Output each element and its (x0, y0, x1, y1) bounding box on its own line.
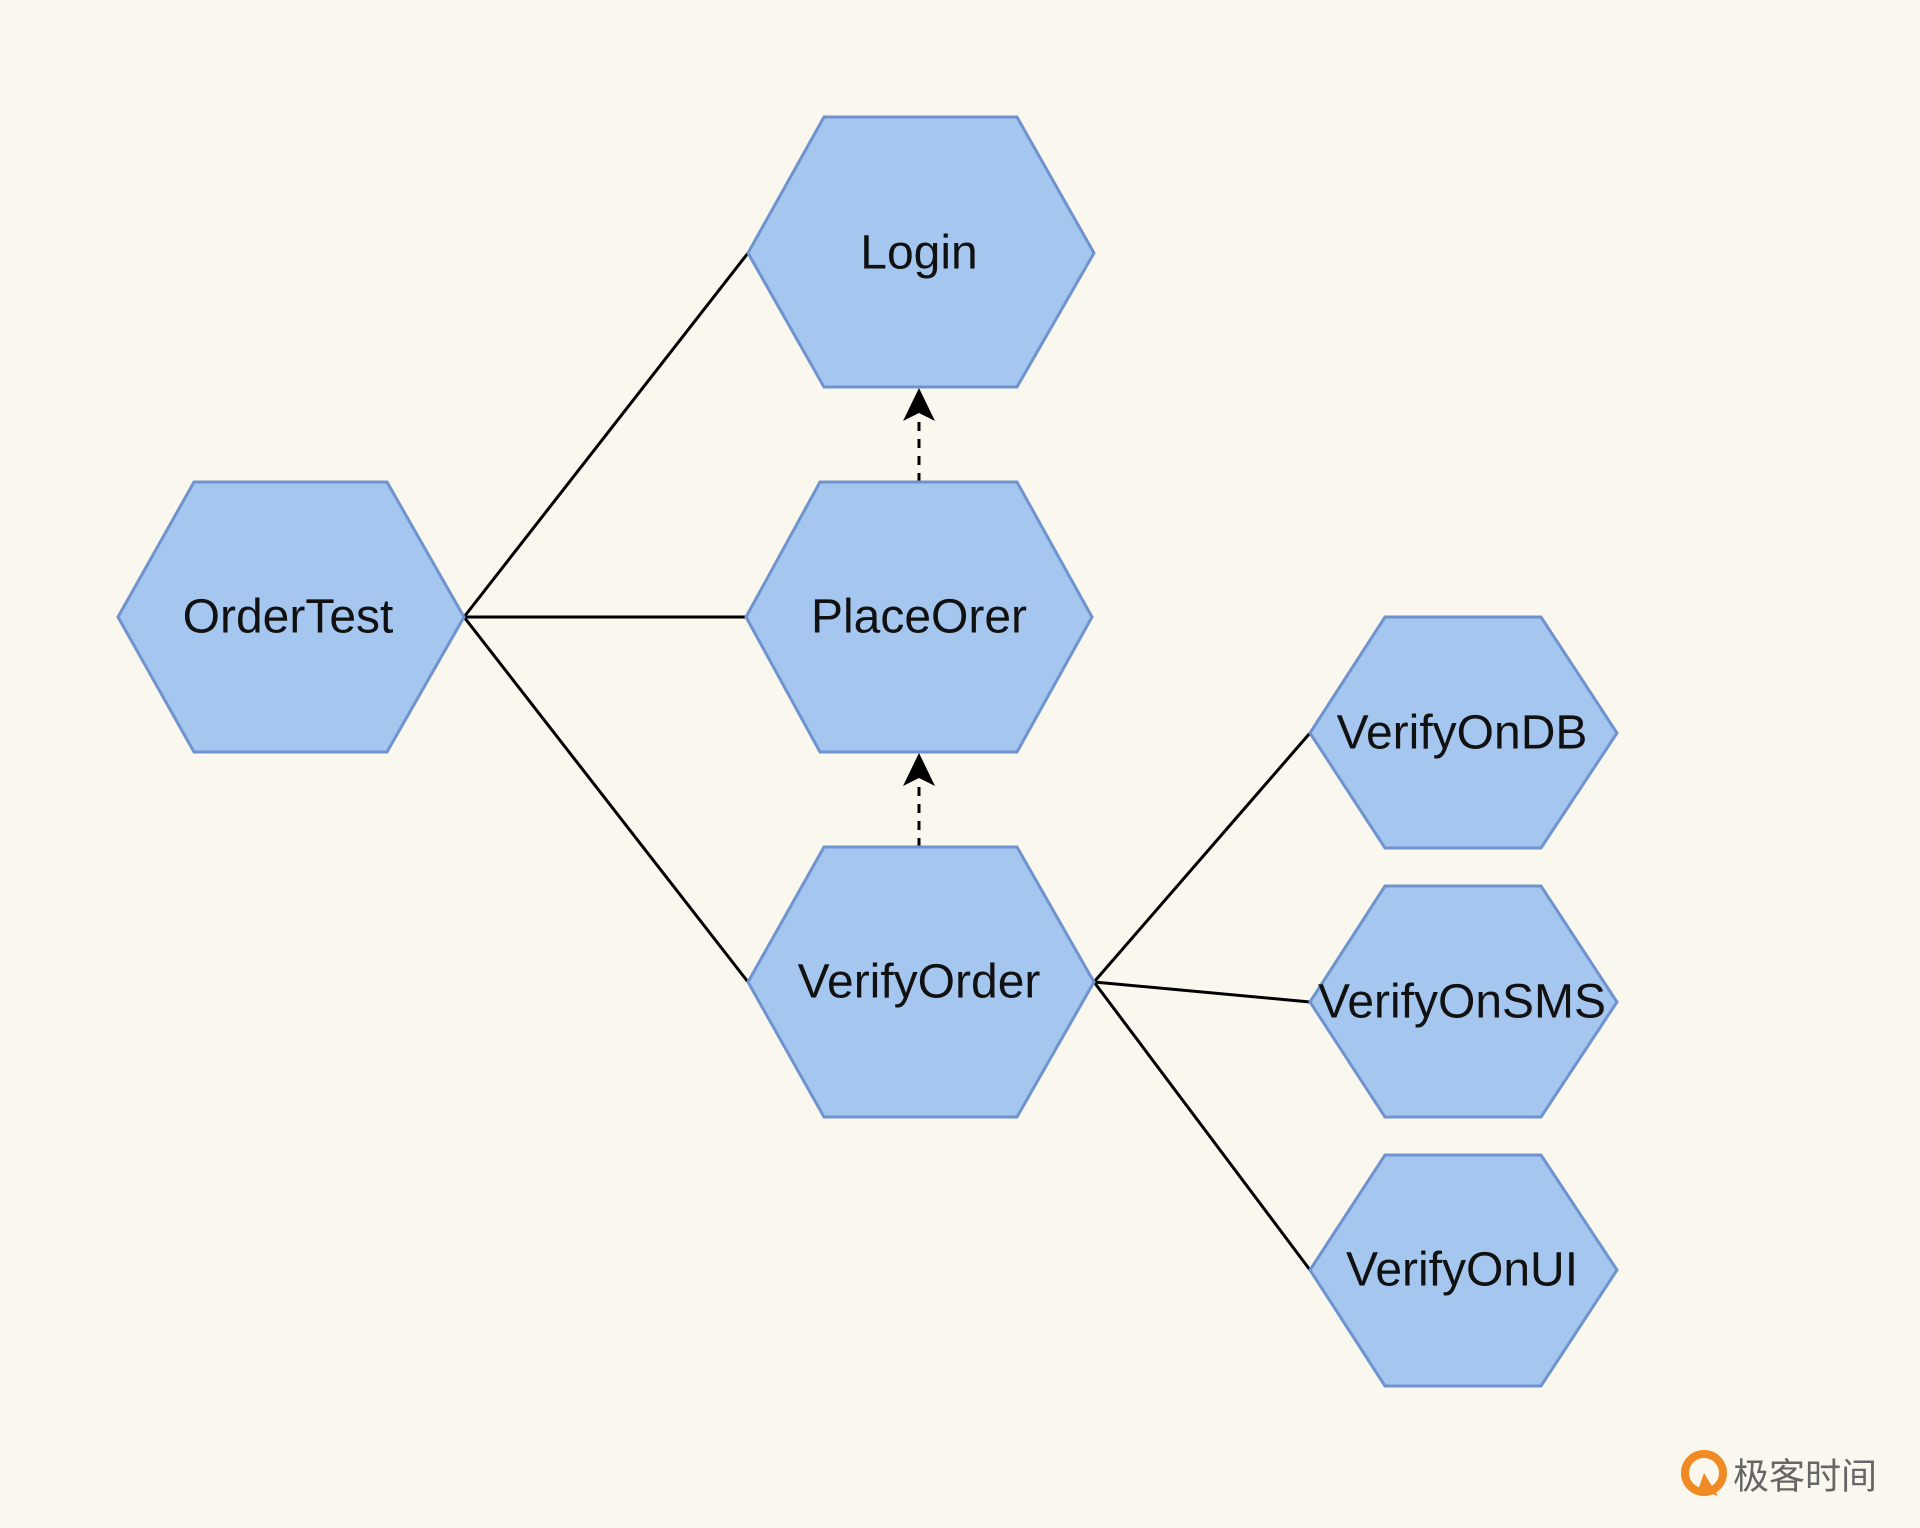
node-label: VerifyOrder (798, 956, 1041, 1009)
node-label: OrderTest (183, 591, 394, 644)
arrowhead-login (903, 388, 935, 421)
edge-verifyorder-verifyonui (1092, 981, 1312, 1271)
hexagon-shape (1308, 884, 1619, 1119)
node-verifyonsms: VerifyOnSMS (1308, 884, 1619, 1119)
edge-ordertest-login (462, 252, 750, 618)
dependency-arrows (903, 388, 935, 847)
arrowhead-placeorder (903, 753, 935, 786)
edge-verifyorder-verifyonsms (1093, 980, 1311, 1004)
node-label: VerifyOnSMS (1318, 976, 1606, 1029)
hexagon-shape (1308, 615, 1619, 850)
node-label: VerifyOnUI (1346, 1244, 1578, 1297)
brand-watermark: 极客时间 (1681, 1450, 1877, 1498)
node-verifyondb: VerifyOnDB (1308, 615, 1619, 850)
node-placeorder: PlaceOrer (744, 480, 1094, 754)
hexagon-shape (746, 845, 1096, 1119)
node-label: PlaceOrer (811, 591, 1027, 644)
geektime-logo-icon (1681, 1450, 1727, 1496)
edges (462, 252, 1312, 1271)
hexagon-shape (746, 115, 1096, 389)
node-login: Login (746, 115, 1096, 389)
hexagon-shape (1308, 1153, 1619, 1388)
node-ordertest: OrderTest (116, 480, 466, 754)
node-verifyonui: VerifyOnUI (1308, 1153, 1619, 1388)
edge-verifyorder-verifyondb (1092, 732, 1312, 983)
node-label: VerifyOnDB (1337, 707, 1588, 760)
node-label: Login (860, 227, 977, 280)
brand-text: 极客时间 (1733, 1457, 1877, 1498)
edge-ordertest-verifyorder (462, 616, 750, 983)
node-verifyorder: VerifyOrder (746, 845, 1096, 1119)
hexagon-shape (744, 480, 1094, 754)
hexagon-shape (116, 480, 466, 754)
